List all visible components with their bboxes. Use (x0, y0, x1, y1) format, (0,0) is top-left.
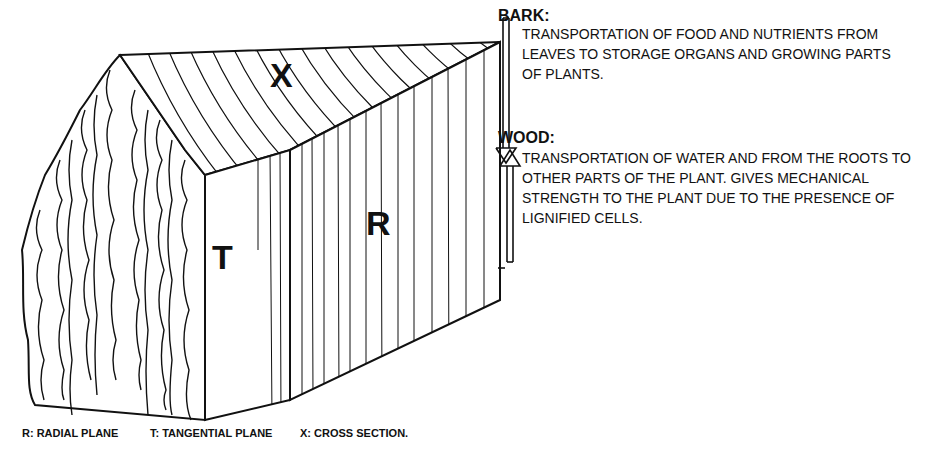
section-heading: WOOD: (498, 128, 618, 148)
grain-line (312, 135, 313, 400)
bark-ridge (181, 160, 191, 420)
grain-line (466, 55, 467, 400)
bark-ridge (56, 160, 64, 400)
bark-ridge (168, 140, 172, 415)
legend-key-text: R: RADIAL PLANE (22, 426, 152, 440)
grain-line (398, 90, 399, 400)
arrow-shaft (507, 261, 513, 263)
legend-key-text: X: CROSS SECTION. (300, 426, 450, 440)
arrow-shaft (512, 166, 514, 262)
arrow-shaft (506, 166, 508, 262)
grain-line (484, 46, 485, 400)
bark-ridge (131, 90, 141, 390)
radial-grain (302, 46, 484, 400)
dash-mark (498, 267, 505, 269)
wood-up-arrow (498, 150, 520, 268)
grain-line (381, 98, 382, 400)
arrow-head (500, 150, 520, 166)
bark-ridge (81, 110, 91, 380)
plane-letter: X (270, 58, 310, 92)
grain-line (350, 114, 351, 400)
bark-ridge (106, 70, 116, 380)
grain-line (432, 72, 433, 400)
tangential-grain (258, 150, 281, 420)
grain-line (258, 155, 259, 250)
bark-ridge (93, 95, 97, 395)
grain-line (366, 106, 367, 400)
grain-line (338, 120, 339, 400)
bark-ridge (68, 140, 72, 415)
grain-line (414, 82, 415, 400)
tangential-face (205, 150, 290, 420)
legend-key-text: T: TANGENTIAL PLANE (150, 426, 300, 440)
description-text: TRANSPORTATION OF FOOD AND NUTRIENTS FRO… (522, 24, 912, 84)
plane-letter: R (366, 206, 406, 240)
section-heading: BARK: (498, 6, 618, 26)
plane-letter: T (212, 240, 252, 274)
bark-ridge (156, 120, 166, 410)
radial-face (290, 42, 500, 400)
arrow-shaft (502, 18, 504, 148)
bark-ridge (36, 210, 44, 400)
arrow-shaft (508, 18, 510, 148)
grain-line (280, 150, 281, 420)
description-text: TRANSPORTATION OF WATER AND FROM THE ROO… (522, 148, 917, 228)
grain-line (324, 128, 325, 400)
grain-line (302, 140, 303, 400)
grain-line (270, 150, 272, 420)
bark-ridge (144, 110, 148, 415)
grain-line (448, 64, 449, 400)
